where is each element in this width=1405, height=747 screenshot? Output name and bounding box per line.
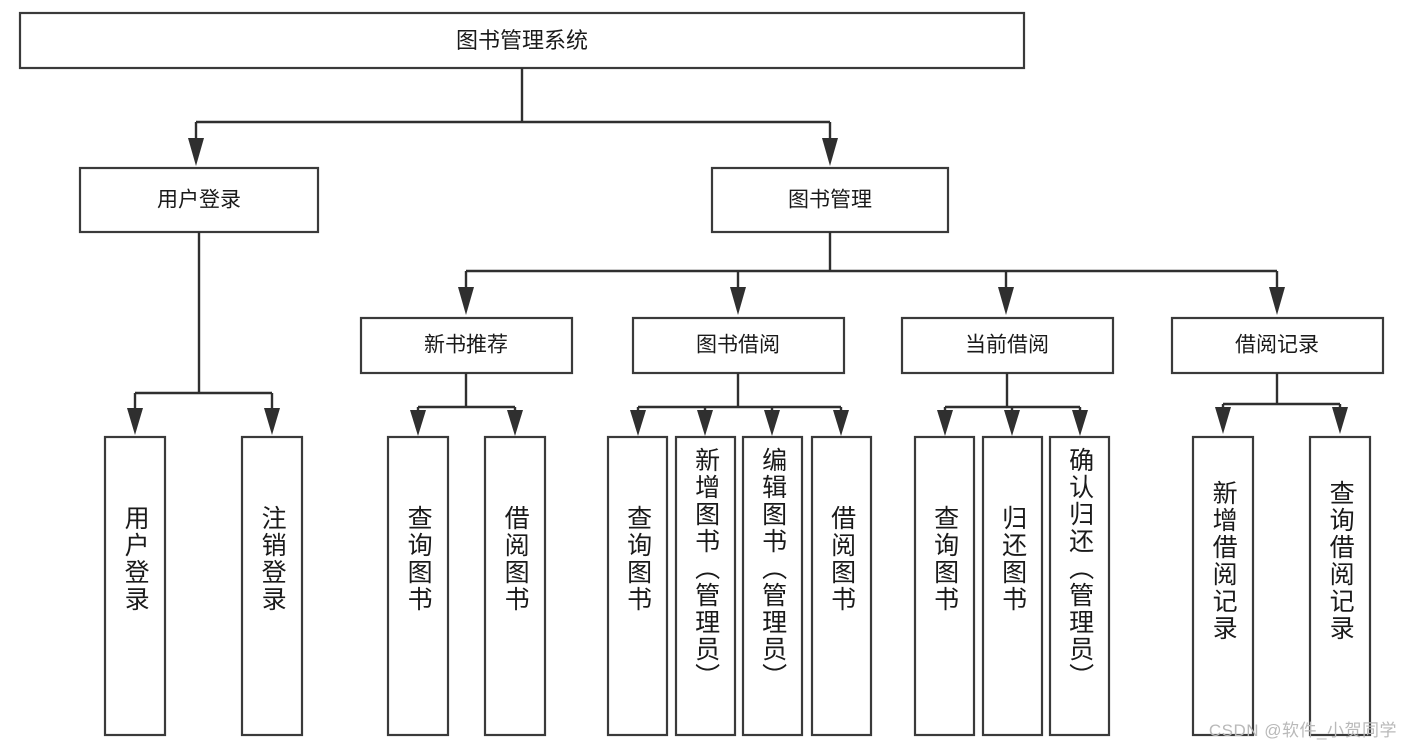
arrow-head-icon: [1215, 407, 1231, 434]
connector-borrow-record-to-leaves: [1215, 373, 1348, 434]
node-user-login[interactable]: 用户登录: [78, 166, 320, 234]
leaf-box-return-book[interactable]: [981, 435, 1044, 737]
node-user-login-label: 用户登录: [157, 189, 241, 212]
node-new-book-recommend[interactable]: 新书推荐: [359, 316, 574, 375]
leaf-box-logout[interactable]: [240, 435, 304, 737]
leaf-box-user-login[interactable]: [103, 435, 167, 737]
node-root-system-label: 图书管理系统: [456, 28, 588, 53]
arrow-head-icon: [127, 408, 143, 435]
connector-user-login-to-leaves: [127, 232, 280, 435]
node-book-borrow-label: 图书借阅: [696, 334, 780, 357]
arrow-head-icon: [1269, 287, 1285, 315]
node-book-management-box: [710, 166, 950, 234]
leaf-box-edit-book-admin[interactable]: [741, 435, 804, 737]
node-borrow-record-label: 借阅记录: [1235, 334, 1319, 357]
leaf-box-query-book-borrow[interactable]: [606, 435, 669, 737]
watermark-text: CSDN @软件_小贺同学: [1208, 721, 1397, 740]
arrow-head-icon: [630, 410, 646, 436]
leaf-box-borrow-book[interactable]: [810, 435, 873, 737]
node-current-borrow[interactable]: 当前借阅: [900, 316, 1115, 375]
node-book-management[interactable]: 图书管理: [710, 166, 950, 234]
node-book-management-label: 图书管理: [788, 189, 872, 212]
leaf-box-borrow-book-recommend[interactable]: [483, 435, 547, 737]
node-user-login-box: [78, 166, 320, 234]
arrow-head-icon: [264, 408, 280, 435]
leaf-box-query-book-recommend[interactable]: [386, 435, 450, 737]
node-current-borrow-label: 当前借阅: [965, 334, 1049, 357]
arrow-head-icon: [697, 410, 713, 436]
node-root-system[interactable]: 图书管理系统: [18, 11, 1026, 70]
connector-book-borrow-to-leaves: [630, 373, 849, 436]
node-current-borrow-box: [900, 316, 1115, 375]
arrow-head-icon: [998, 287, 1014, 315]
arrow-head-icon: [764, 410, 780, 436]
arrow-head-icon: [822, 138, 838, 166]
leaf-box-add-book-admin[interactable]: [674, 435, 737, 737]
arrow-head-icon: [188, 138, 204, 166]
leaf-box-confirm-return-admin[interactable]: [1048, 435, 1111, 737]
node-root-system-box: [18, 11, 1026, 70]
connector-book-management-to-level2: [458, 232, 1285, 315]
node-new-book-recommend-label: 新书推荐: [424, 334, 508, 357]
arrow-head-icon: [410, 410, 426, 436]
arrow-head-icon: [1072, 410, 1088, 436]
connector-current-borrow-to-leaves: [937, 373, 1088, 436]
node-book-borrow[interactable]: 图书借阅: [631, 316, 846, 375]
node-new-book-recommend-box: [359, 316, 574, 375]
node-borrow-record[interactable]: 借阅记录: [1170, 316, 1385, 375]
arrow-head-icon: [1332, 407, 1348, 434]
leaf-box-query-book-current[interactable]: [913, 435, 976, 737]
arrow-head-icon: [507, 410, 523, 436]
leaf-box-query-borrow-record[interactable]: [1308, 435, 1372, 737]
arrow-head-icon: [730, 287, 746, 315]
arrow-head-icon: [833, 410, 849, 436]
leaf-box-add-borrow-record[interactable]: [1191, 435, 1255, 737]
arrow-head-icon: [458, 287, 474, 315]
connector-new-book-recommend-to-leaves: [410, 373, 523, 436]
connector-root-to-level1: [188, 68, 838, 166]
arrow-head-icon: [1004, 410, 1020, 436]
arrow-head-icon: [937, 410, 953, 436]
